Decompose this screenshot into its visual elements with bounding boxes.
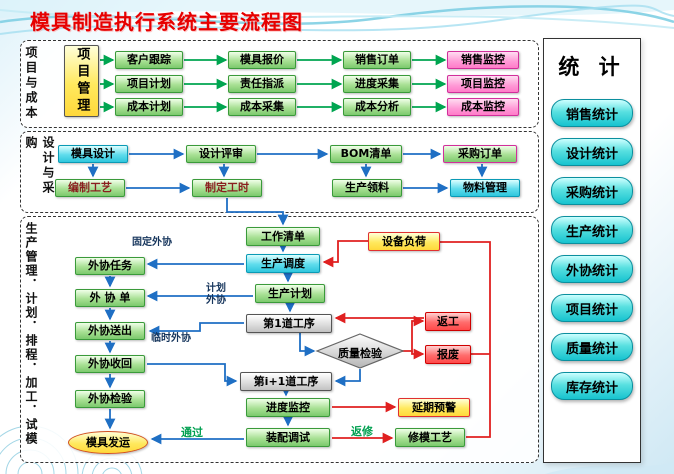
stat-button-purchase: 采购统计 <box>551 177 633 205</box>
node-design-review: 设计评审 <box>186 145 256 163</box>
node-outsourcing-send: 外协送出 <box>75 322 145 340</box>
label-fixed-outsourcing: 固定外协 <box>132 237 172 248</box>
node-production-plan: 生产计划 <box>255 284 325 303</box>
stat-button-design: 设计统计 <box>551 138 633 166</box>
node-outsourcing-return: 外协收回 <box>75 355 145 373</box>
node-mold-delivery: 模具发运 <box>68 431 148 454</box>
label-repair-return: 返修 <box>351 425 373 438</box>
stat-button-inventory: 库存统计 <box>551 372 633 400</box>
stat-button-sales: 销售统计 <box>551 99 633 127</box>
node-sales-order: 销售订单 <box>343 51 411 69</box>
node-process-1: 第1道工序 <box>246 314 332 333</box>
stat-button-production: 生产统计 <box>551 216 633 244</box>
stat-button-project: 项目统计 <box>551 294 633 322</box>
node-work-hours: 制定工时 <box>192 179 262 197</box>
node-progress-collect: 进度采集 <box>343 75 411 93</box>
node-progress-monitor: 进度监控 <box>246 398 330 417</box>
node-sales-monitor: 销售监控 <box>447 51 519 69</box>
node-customer-tracking: 客户跟踪 <box>115 51 183 69</box>
stat-button-quality: 质量统计 <box>551 333 633 361</box>
node-purchase-order: 采购订单 <box>443 145 517 163</box>
node-delay-warning: 延期预警 <box>398 398 470 417</box>
node-outsourcing-inspect: 外协检验 <box>75 390 145 408</box>
node-material-management: 物料管理 <box>450 179 520 197</box>
label-temp-outsourcing: 临时外协 <box>151 333 191 344</box>
node-mold-design: 模具设计 <box>58 145 128 163</box>
node-scrap: 报废 <box>425 345 471 364</box>
node-cost-monitor: 成本监控 <box>447 98 519 116</box>
statistics-panel: 统 计 销售统计 设计统计 采购统计 生产统计 外协统计 项目统计 质量统计 库… <box>543 38 641 463</box>
node-responsibility-assign: 责任指派 <box>228 75 296 93</box>
section-label-design-purchase: 设计与采购 <box>24 136 55 196</box>
node-project-plan: 项目计划 <box>115 75 183 93</box>
node-bom-list: BOM清单 <box>330 145 402 163</box>
node-cost-plan: 成本计划 <box>115 98 183 116</box>
page-title: 模具制造执行系统主要流程图 <box>30 10 303 34</box>
node-process-planning: 编制工艺 <box>55 179 125 197</box>
statistics-list: 销售统计 设计统计 采购统计 生产统计 外协统计 项目统计 质量统计 库存统计 <box>544 99 640 400</box>
node-project-management: 项目管理 <box>64 45 99 117</box>
label-planned-outsourcing: 计划外协 <box>206 283 226 306</box>
node-assembly-debug: 装配调试 <box>246 428 330 447</box>
node-mold-quotation: 模具报价 <box>228 51 296 69</box>
node-outsourcing-order: 外 协 单 <box>75 289 145 307</box>
node-quality-check: 质量检验 <box>338 347 382 360</box>
statistics-title: 统 计 <box>558 55 626 79</box>
node-work-list: 工作清单 <box>246 227 320 246</box>
node-cost-analysis: 成本分析 <box>343 98 411 116</box>
node-process-next: 第i+1道工序 <box>240 372 332 391</box>
section-label-production: 生产管理．计划．排程．加工．试模 <box>24 222 38 446</box>
node-cost-collect: 成本采集 <box>228 98 296 116</box>
node-production-scheduling: 生产调度 <box>246 254 320 273</box>
section-label-project-cost: 项目与成本 <box>24 46 38 121</box>
node-project-monitor: 项目监控 <box>447 75 519 93</box>
node-mold-repair: 修模工艺 <box>395 428 465 447</box>
node-equipment-load: 设备负荷 <box>368 232 440 251</box>
label-pass: 通过 <box>181 426 203 439</box>
stat-button-outsourcing: 外协统计 <box>551 255 633 283</box>
node-outsourcing-task: 外协任务 <box>75 257 145 275</box>
node-material-issue: 生产领料 <box>332 179 402 197</box>
node-rework: 返工 <box>425 312 471 331</box>
section-design-purchase <box>20 131 539 213</box>
